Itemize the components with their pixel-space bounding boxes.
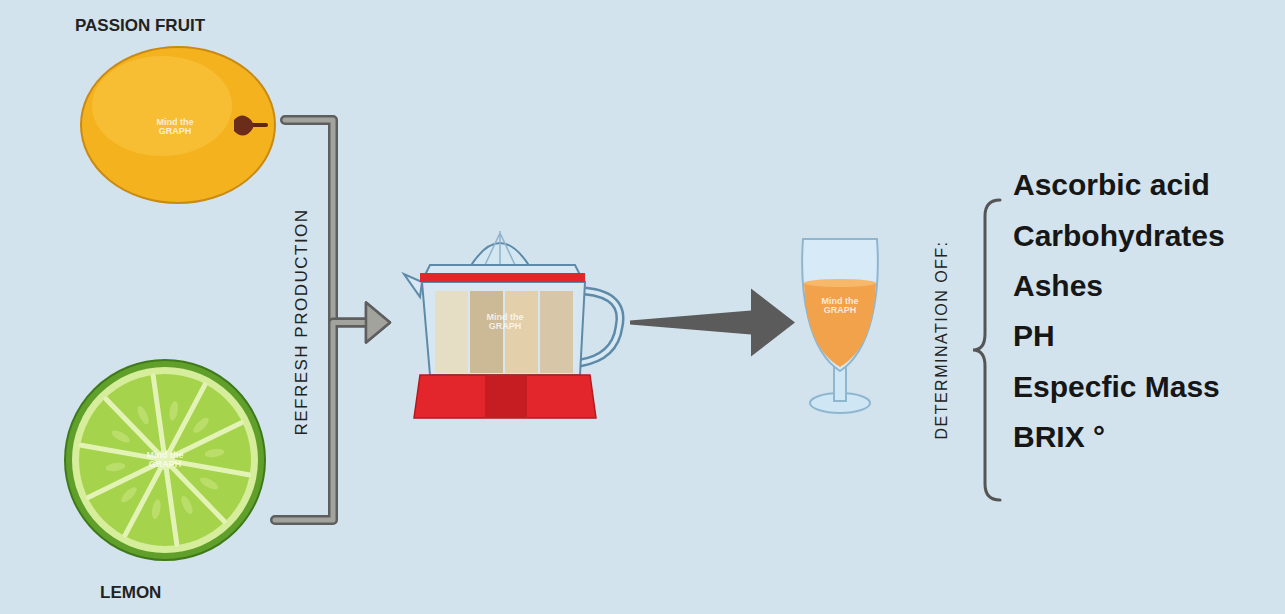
arrow-body [630, 289, 795, 357]
illustration-part [171, 466, 224, 521]
parameter-item: Carbohydrates [1013, 218, 1225, 254]
illustration-part [191, 415, 211, 435]
illustration-part [404, 274, 422, 297]
illustration-part [135, 404, 151, 425]
fruit-node: PASSION FRUIT Mind the GRAPH [70, 8, 285, 213]
illustration-part [72, 367, 258, 553]
illustration-part [179, 494, 195, 515]
passion-fruit-illustration [70, 8, 285, 213]
bracket-fill [275, 323, 372, 521]
illustration-part [580, 291, 620, 363]
parameter-item: BRIX ° [1013, 419, 1105, 455]
illustration-part [110, 428, 131, 444]
illustration-part [580, 291, 620, 363]
illustration-part [81, 445, 157, 458]
glass-node: Mind the GRAPH [795, 235, 885, 415]
illustration-part [422, 282, 585, 375]
flow-arrow [630, 289, 795, 357]
illustration-part [435, 291, 468, 373]
illustration-part [204, 448, 225, 459]
arrow-head [366, 303, 390, 343]
illustration-part [79, 374, 251, 546]
illustration-part [81, 47, 275, 203]
illustration-part [65, 360, 265, 560]
fruit-node: LEMON Mind the GRAPH [60, 355, 275, 605]
illustration-part [485, 231, 515, 265]
watermark: Mind the GRAPH [478, 313, 532, 332]
illustration-part [414, 375, 596, 418]
stage-label: REFRESH PRODUCTION [292, 208, 312, 435]
illustration-part [166, 468, 177, 544]
illustration-part [151, 499, 162, 520]
bracket-outline [275, 323, 372, 521]
watermark: Mind the GRAPH [138, 451, 192, 470]
illustration-part [470, 291, 503, 373]
parameter-item: Especfic Mass [1013, 369, 1220, 405]
watermark: Mind the GRAPH [148, 118, 202, 137]
illustration-part [802, 239, 878, 371]
illustration-part [485, 375, 527, 418]
parameter-item: PH [1013, 318, 1055, 354]
stage-label: DETERMINATION OFF: [933, 240, 951, 439]
illustration-part [505, 291, 538, 373]
illustration-part [804, 283, 876, 367]
watermark: Mind the GRAPH [813, 297, 867, 316]
illustration-part [198, 475, 219, 491]
illustration-part [153, 376, 164, 452]
arrow-head [366, 303, 390, 343]
glass-illustration [795, 235, 885, 415]
parameter-item: Ashes [1013, 268, 1103, 304]
illustration-part [168, 400, 179, 421]
illustration-part [173, 461, 249, 474]
parameter-item: Ascorbic acid [1013, 167, 1210, 203]
lemon-illustration [60, 355, 275, 605]
illustration-part [106, 399, 159, 454]
juicer-node: Mind the GRAPH [390, 225, 630, 420]
illustration-part [105, 462, 126, 473]
illustration-part [253, 123, 266, 127]
list-brace [973, 200, 1000, 500]
fruit-name: LEMON [100, 583, 161, 603]
illustration-part [92, 56, 232, 156]
fruit-name: PASSION FRUIT [75, 16, 205, 36]
illustration-part [804, 279, 876, 287]
illustration-part [234, 116, 254, 136]
illustration-part [540, 291, 573, 373]
illustration-part [420, 273, 585, 282]
illustration-part [119, 485, 139, 505]
